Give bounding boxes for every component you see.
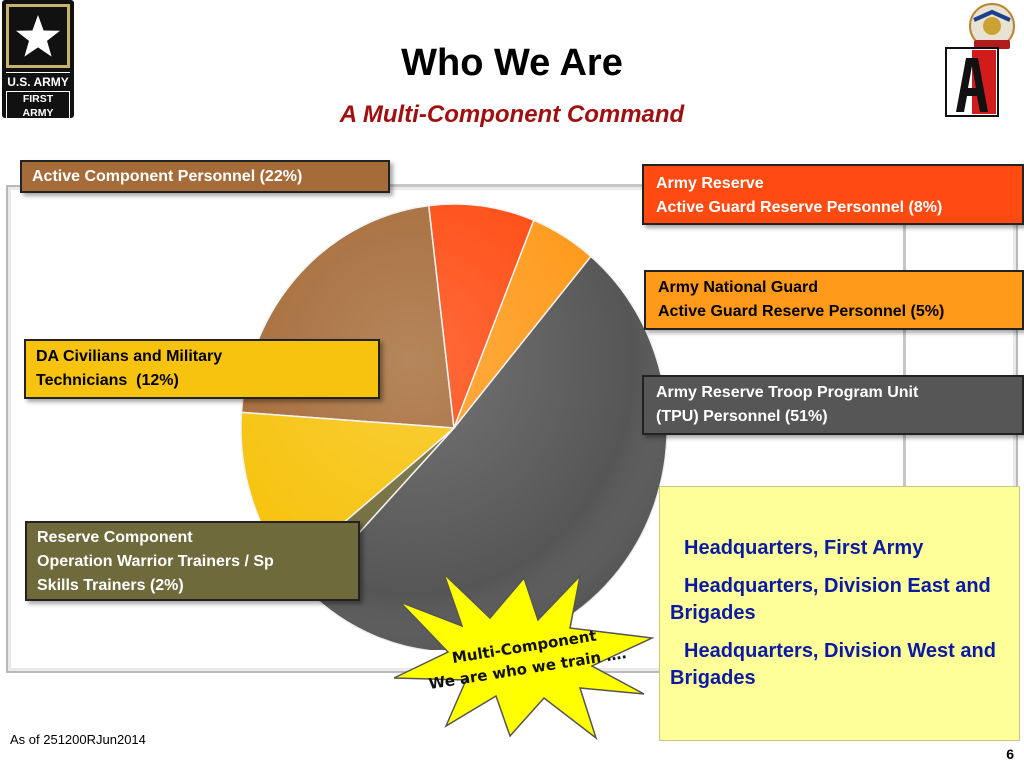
hq-item-text: Headquarters, Division West and Brigades [670, 640, 996, 689]
label-rc-line1: Reserve Component [37, 529, 193, 546]
label-national-guard-agr: Army National Guard Active Guard Reserve… [644, 270, 1024, 330]
page-subtitle: A Multi-Component Command [339, 101, 685, 128]
label-da-civilians: DA Civilians and Military Technicians (1… [24, 339, 380, 399]
us-army-logo: U.S. ARMY FIRST ARMY [2, 0, 74, 121]
label-rc-line3: Skills Trainers (2%) [37, 577, 184, 594]
label-ar-line1: Army Reserve [656, 175, 764, 192]
label-da-line2: Technicians (12%) [36, 372, 179, 389]
star-icon-frame [6, 4, 70, 68]
headquarters-box: Headquarters, First Army Headquarters, D… [659, 486, 1020, 741]
label-ng-line2: Active Guard Reserve Personnel (5%) [658, 303, 945, 320]
starburst-shape [393, 573, 655, 740]
us-army-text: U.S. ARMY [6, 72, 70, 89]
star-icon [16, 15, 60, 57]
first-army-patch-icon [945, 3, 1015, 117]
label-reserve-component-trainers: Reserve Component Operation Warrior Trai… [25, 521, 360, 601]
hq-item-text: Headquarters, Division East and Brigades [670, 575, 991, 624]
label-army-reserve-agr: Army Reserve Active Guard Reserve Person… [642, 164, 1024, 225]
guide-line [382, 184, 642, 187]
page-number: 6 [1006, 746, 1014, 762]
hq-item-text: Headquarters, First Army [684, 537, 924, 559]
hq-item: Headquarters, Division East and Brigades [670, 573, 1009, 627]
guide-line [903, 188, 906, 488]
label-tpu-line2: (TPU) Personnel (51%) [656, 408, 828, 425]
label-rc-line2: Operation Warrior Trainers / Sp [37, 553, 274, 570]
label-ng-line1: Army National Guard [658, 279, 819, 296]
label-ar-line2: Active Guard Reserve Personnel (8%) [656, 199, 943, 216]
hq-item: Headquarters, First Army [670, 535, 1009, 562]
as-of-date: As of 251200RJun2014 [10, 732, 146, 747]
label-tpu: Army Reserve Troop Program Unit (TPU) Pe… [642, 375, 1024, 435]
page-title: Who We Are [401, 42, 623, 84]
first-army-text: FIRST ARMY [6, 91, 70, 121]
hq-item: Headquarters, Division West and Brigades [670, 638, 1009, 692]
multi-component-callout: Multi-Component We are who we train …. [393, 573, 655, 740]
label-active-text: Active Component Personnel (22%) [32, 168, 303, 185]
label-tpu-line1: Army Reserve Troop Program Unit [656, 384, 919, 401]
label-da-line1: DA Civilians and Military [36, 348, 223, 365]
label-active-component: Active Component Personnel (22%) [20, 160, 390, 193]
